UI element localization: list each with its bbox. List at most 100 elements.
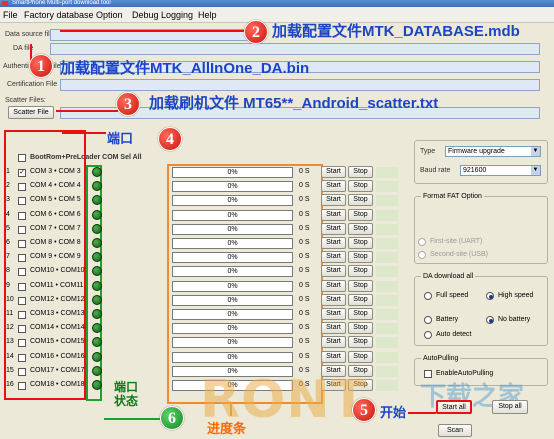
port-checkbox[interactable] xyxy=(18,211,26,220)
callout-4-line xyxy=(62,132,106,134)
port-checkbox[interactable] xyxy=(18,353,26,362)
full-speed-radio[interactable] xyxy=(424,292,432,300)
elapsed-seconds: 0 S xyxy=(299,324,310,332)
port-start-button[interactable]: Start xyxy=(321,166,346,178)
port-start-button[interactable]: Start xyxy=(321,208,346,221)
menu-factory-database[interactable]: Factory database xyxy=(24,10,94,20)
port-start-button[interactable]: Start xyxy=(321,379,346,391)
port-stop-button[interactable]: Stop xyxy=(348,379,373,391)
port-stop-button[interactable]: Stop xyxy=(348,251,373,264)
start-all-button[interactable]: Start all xyxy=(436,400,472,414)
port-stop-button[interactable]: Stop xyxy=(348,180,373,193)
port-stop-button[interactable]: Stop xyxy=(348,364,373,377)
menu-debug-logging[interactable]: Debug Logging xyxy=(132,10,194,20)
high-speed-radio[interactable] xyxy=(486,292,494,300)
port-stop-button[interactable]: Stop xyxy=(348,308,373,320)
port-start-button[interactable]: Start xyxy=(321,251,346,264)
port-stop-button[interactable]: Stop xyxy=(348,194,373,207)
stop-all-button[interactable]: Stop all xyxy=(492,400,528,414)
port-checkbox[interactable] xyxy=(18,225,26,234)
progress-bar: 0% xyxy=(172,238,293,249)
port-checkbox[interactable] xyxy=(18,325,26,334)
port-start-button[interactable]: Start xyxy=(321,322,346,335)
no-battery-radio[interactable] xyxy=(486,316,494,324)
scan-button[interactable]: Scan xyxy=(438,424,472,437)
baud-select[interactable]: 921600 ▼ xyxy=(460,165,541,176)
port-checkbox[interactable] xyxy=(18,254,26,263)
enable-autopull-checkbox[interactable] xyxy=(424,370,432,378)
callout-badge-5: 5 xyxy=(352,398,376,422)
elapsed-seconds: 0 S xyxy=(299,224,310,232)
port-name: COM18 • COM18 xyxy=(30,381,85,388)
port-stop-button[interactable]: Stop xyxy=(348,222,373,235)
port-checkbox[interactable] xyxy=(18,197,26,206)
port-checkbox[interactable] xyxy=(18,282,26,291)
fat-first-site-radio[interactable] xyxy=(418,238,426,246)
port-checkbox[interactable] xyxy=(18,240,26,248)
status-led-icon xyxy=(92,365,102,376)
status-cell xyxy=(376,294,398,306)
menu-file[interactable]: File xyxy=(3,10,18,20)
port-index: 12 xyxy=(6,324,14,332)
port-stop-button[interactable]: Stop xyxy=(348,279,373,292)
port-start-button[interactable]: Start xyxy=(321,350,346,363)
status-led-icon xyxy=(92,266,102,277)
elapsed-seconds: 0 S xyxy=(299,366,310,374)
port-stop-button[interactable]: Stop xyxy=(348,322,373,335)
fat-second-site-label: Second-site (USB) xyxy=(430,251,488,258)
progress-bar: 0% xyxy=(172,181,293,193)
status-cell xyxy=(376,252,398,264)
fat-second-site-radio[interactable] xyxy=(418,251,426,259)
port-checkbox[interactable] xyxy=(18,339,26,348)
select-all-checkbox[interactable] xyxy=(18,154,26,162)
cert-file-input[interactable] xyxy=(60,79,540,91)
port-start-button[interactable]: Start xyxy=(321,222,346,235)
port-start-button[interactable]: Start xyxy=(321,194,346,207)
scatter-file-button[interactable]: Scatter File xyxy=(8,106,54,119)
port-checkbox[interactable] xyxy=(18,367,26,376)
port-stop-button[interactable]: Stop xyxy=(348,237,373,249)
port-stop-button[interactable]: Stop xyxy=(348,265,373,278)
port-start-button[interactable]: Start xyxy=(321,308,346,320)
menu-help[interactable]: Help xyxy=(198,10,217,20)
port-index: 8 xyxy=(6,267,10,275)
port-stop-button[interactable]: Stop xyxy=(348,350,373,363)
auth-file-input[interactable] xyxy=(60,61,540,73)
elapsed-seconds: 0 S xyxy=(299,295,310,303)
auto-detect-radio[interactable] xyxy=(424,331,432,339)
battery-label: Battery xyxy=(436,316,459,323)
port-checkbox[interactable] xyxy=(18,311,26,319)
port-start-button[interactable]: Start xyxy=(321,180,346,193)
status-cell xyxy=(376,280,398,292)
port-name: COM10 • COM10 xyxy=(30,267,85,275)
da-file-input[interactable] xyxy=(50,43,540,55)
port-start-button[interactable]: Start xyxy=(321,279,346,292)
port-start-button[interactable]: Start xyxy=(321,265,346,278)
status-cell xyxy=(376,351,398,363)
port-start-button[interactable]: Start xyxy=(321,336,346,349)
port-stop-button[interactable]: Stop xyxy=(348,166,373,178)
port-stop-button[interactable]: Stop xyxy=(348,336,373,349)
port-name: COM 4 • COM 4 xyxy=(30,182,81,190)
port-start-button[interactable]: Start xyxy=(321,237,346,249)
port-checkbox[interactable]: ✓ xyxy=(18,169,26,177)
type-select[interactable]: Firmware upgrade ▼ xyxy=(445,146,541,157)
menu-option[interactable]: Option xyxy=(96,10,123,20)
elapsed-seconds: 0 S xyxy=(299,352,310,360)
port-list-highlight xyxy=(4,130,86,400)
port-start-button[interactable]: Start xyxy=(321,293,346,306)
port-stop-button[interactable]: Stop xyxy=(348,293,373,306)
port-checkbox[interactable] xyxy=(18,382,26,390)
port-checkbox[interactable] xyxy=(18,296,26,305)
progress-bar: 0% xyxy=(172,337,293,349)
port-stop-button[interactable]: Stop xyxy=(348,208,373,221)
autopull-group: AutoPulling xyxy=(414,354,548,386)
port-checkbox[interactable] xyxy=(18,183,26,192)
scatter-file-input[interactable] xyxy=(60,107,540,119)
port-checkbox[interactable] xyxy=(18,268,26,277)
battery-radio[interactable] xyxy=(424,316,432,324)
port-start-button[interactable]: Start xyxy=(321,364,346,377)
